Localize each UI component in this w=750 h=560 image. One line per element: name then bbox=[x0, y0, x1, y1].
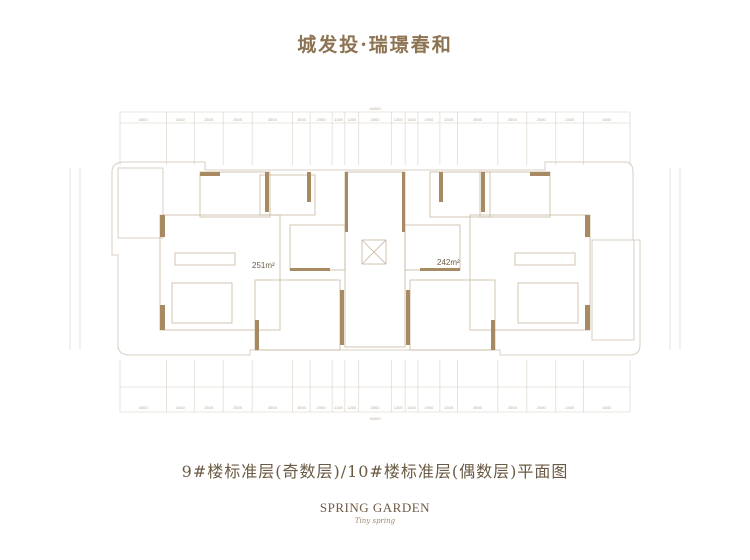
dimension-label: 1900 bbox=[424, 405, 434, 410]
building-outline bbox=[111, 161, 641, 356]
dimension-label: 4000 bbox=[602, 405, 612, 410]
dimension-label: 2400 bbox=[176, 405, 186, 410]
dimension-label: 2500 bbox=[537, 117, 547, 122]
dimension-label: 2500 bbox=[233, 117, 243, 122]
dimension-label: 1200 bbox=[394, 117, 404, 122]
dimension-label: 1500 bbox=[297, 117, 307, 122]
logo-script: Tiny spring bbox=[354, 517, 396, 525]
left-balcony bbox=[117, 167, 164, 239]
dimension-label: 2500 bbox=[233, 405, 243, 410]
page-title: 城发投·瑞璟春和 bbox=[297, 34, 453, 56]
dimension-label: 3500 bbox=[268, 405, 278, 410]
dimension-label: 2500 bbox=[204, 405, 214, 410]
dimension-label: 1100 bbox=[407, 405, 416, 410]
unit-left-area: 251m² bbox=[252, 261, 275, 270]
dimension-label: 2500 bbox=[204, 117, 214, 122]
dimension-label: 1200 bbox=[347, 117, 357, 122]
dimension-label: 3500 bbox=[473, 405, 483, 410]
dimension-label: 2800 bbox=[371, 117, 381, 122]
walls bbox=[159, 171, 591, 351]
logo-text: SPRING GARDEN bbox=[319, 500, 431, 515]
total-dimension-bottom: 44000 bbox=[369, 416, 381, 421]
dimension-label: 1500 bbox=[444, 405, 454, 410]
dimension-label: 3500 bbox=[268, 117, 278, 122]
unit-right-area: 242m² bbox=[437, 258, 460, 267]
structural-columns bbox=[160, 172, 590, 350]
dimension-label: 1900 bbox=[317, 117, 327, 122]
dimension-label: 1500 bbox=[297, 405, 307, 410]
dimension-label: 2400 bbox=[565, 405, 575, 410]
dimension-label: 3500 bbox=[473, 117, 483, 122]
dimension-label: 1200 bbox=[394, 405, 404, 410]
dimension-label: 2400 bbox=[176, 117, 186, 122]
spring-garden-logo: SPRING GARDEN Tiny spring bbox=[0, 497, 750, 525]
dimension-label: 2500 bbox=[508, 117, 518, 122]
dimension-label: 2500 bbox=[537, 405, 547, 410]
dimension-label: 4000 bbox=[139, 405, 149, 410]
dimension-label: 1100 bbox=[334, 405, 343, 410]
right-balcony bbox=[591, 239, 635, 341]
dimension-label: 1100 bbox=[334, 117, 343, 122]
dimension-label: 1900 bbox=[424, 117, 434, 122]
dimension-label: 2400 bbox=[565, 117, 575, 122]
dimension-label: 1100 bbox=[407, 117, 416, 122]
dimension-label: 1200 bbox=[347, 405, 357, 410]
dimension-label: 2800 bbox=[371, 405, 381, 410]
dimension-label: 4000 bbox=[602, 117, 612, 122]
dimension-label: 2500 bbox=[508, 405, 518, 410]
floor-plan-caption: 9#楼标准层(奇数层)/10#楼标准层(偶数层)平面图 bbox=[181, 462, 569, 481]
dimension-label: 4000 bbox=[139, 117, 149, 122]
dimension-label: 1900 bbox=[317, 405, 327, 410]
dimension-label: 1500 bbox=[444, 117, 454, 122]
total-dimension-top: 44000 bbox=[369, 106, 381, 111]
